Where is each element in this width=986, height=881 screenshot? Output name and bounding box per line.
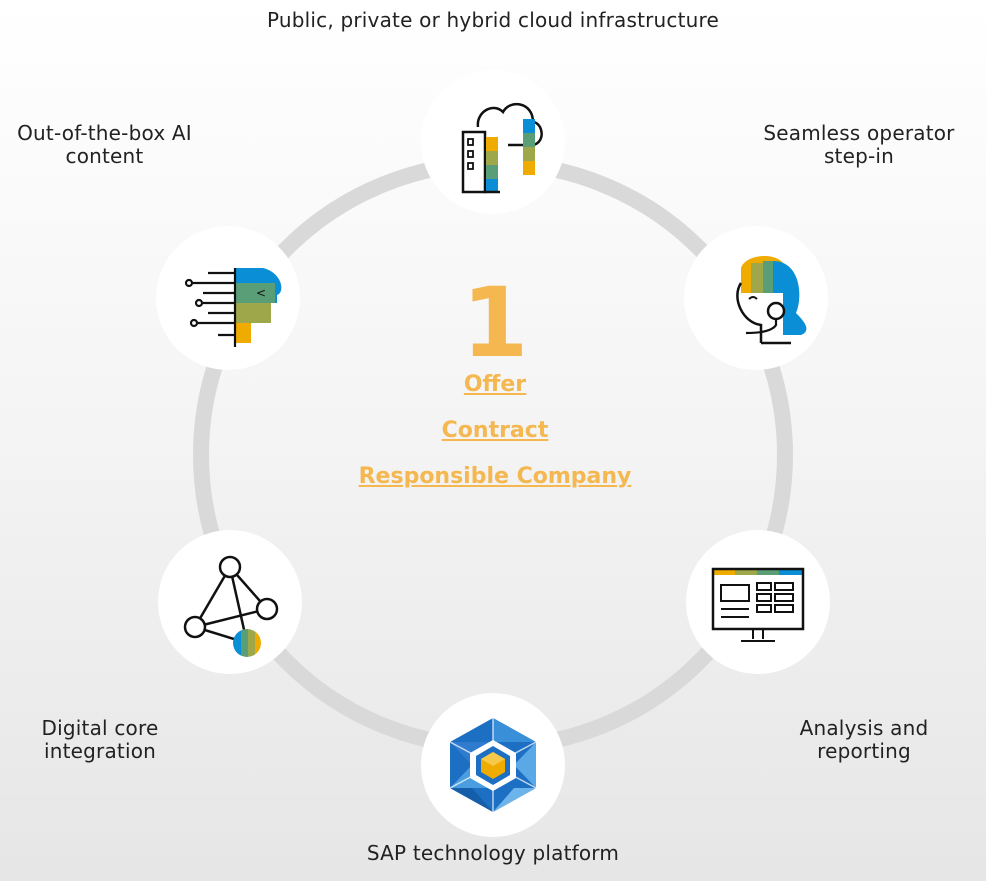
node-platform <box>421 693 565 837</box>
label-digital-core-line1: Digital core <box>41 716 159 740</box>
label-ai-content: Out-of-the-box AI content <box>2 122 207 168</box>
label-analysis-reporting: Analysis and reporting <box>784 717 944 763</box>
label-digital-core: Digital core integration <box>20 717 180 763</box>
label-cloud-infrastructure: Public, private or hybrid cloud infrastr… <box>266 8 720 32</box>
label-ai-content-line1: Out-of-the-box AI <box>17 121 192 145</box>
label-operator-step-in: Seamless operator step-in <box>752 122 966 168</box>
label-ai-content-line2: content <box>65 144 144 168</box>
center-number: 1 <box>461 267 529 379</box>
link-contract[interactable]: Contract <box>441 418 549 443</box>
node-cloud <box>421 70 565 214</box>
monitor-dashboard-icon <box>711 567 805 642</box>
cloud-buildings-icon <box>461 102 543 194</box>
network-graph-icon <box>183 555 279 657</box>
label-analysis-line2: reporting <box>817 739 911 763</box>
operator-headset-icon <box>736 255 807 345</box>
link-responsible-company[interactable]: Responsible Company <box>358 464 632 489</box>
label-operator-line2: step-in <box>823 144 895 168</box>
label-digital-core-line2: integration <box>43 739 157 763</box>
label-sap-platform: SAP technology platform <box>366 841 620 865</box>
hexagon-platform-icon <box>449 718 537 812</box>
node-monitor <box>686 530 830 674</box>
node-ai: < <box>156 226 300 370</box>
label-operator-line1: Seamless operator <box>763 121 955 145</box>
ai-head-icon: < <box>184 268 282 347</box>
center-block: 1 Offer Contract Responsible Company <box>330 275 660 511</box>
node-network <box>158 530 302 674</box>
link-offer[interactable]: Offer <box>463 372 527 397</box>
svg-text:<: < <box>256 286 266 300</box>
label-analysis-line1: Analysis and <box>799 716 929 740</box>
node-operator <box>684 226 828 370</box>
